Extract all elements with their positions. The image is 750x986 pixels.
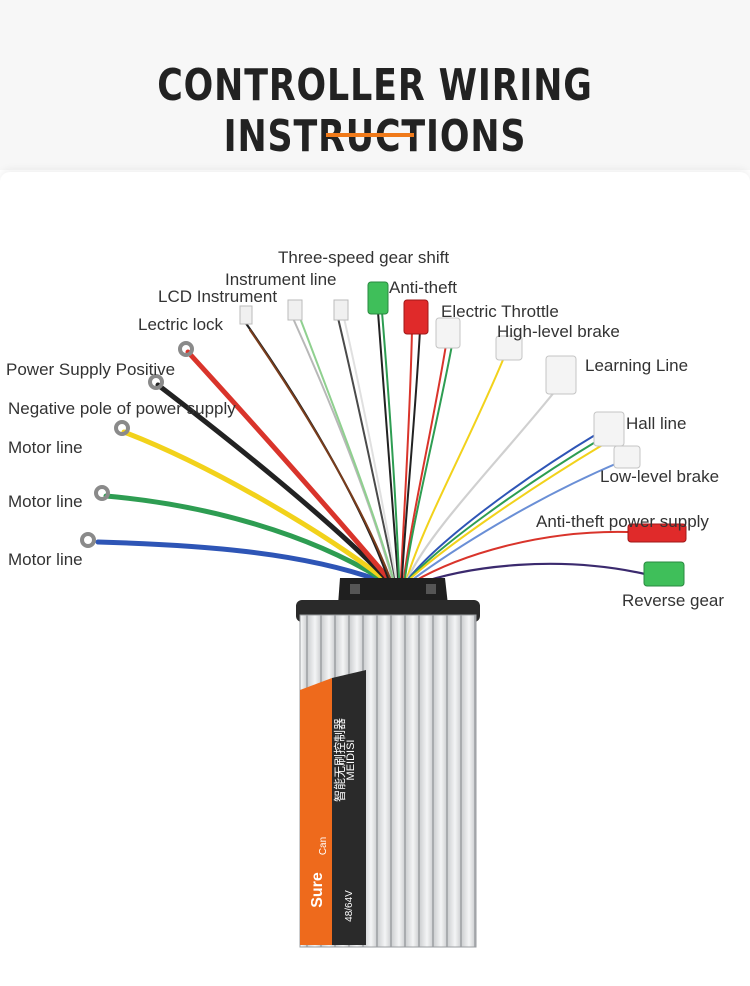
anti-theft-connector: [403, 299, 429, 335]
three-speed-connector-green: [367, 281, 389, 315]
three-speed-connector-white: [333, 299, 349, 321]
label-motor-line-2: Motor line: [8, 492, 83, 511]
power-positive-terminal: [178, 341, 194, 357]
bracket-hole-right: [426, 584, 436, 594]
label-reverse-gear: Reverse gear: [622, 591, 725, 610]
controller-label-orange: [300, 678, 332, 945]
title-underline: [326, 133, 414, 137]
controller-bracket: [338, 578, 448, 605]
label-anti-theft: Anti-theft: [389, 278, 458, 297]
motor-line-blue-wire: [95, 539, 381, 583]
connectors: [239, 281, 687, 587]
label-hall-line: Hall line: [626, 414, 687, 433]
controller-unit: MEIDISI 智能无刷控制器 Sure Can 48/64V: [296, 578, 480, 948]
motor-line-1-terminal: [114, 420, 130, 436]
label-anti-theft-power-supply: Anti-theft power supply: [536, 512, 709, 531]
negative-pole-terminal: [148, 374, 164, 390]
label-low-level-brake: Low-level brake: [600, 467, 720, 486]
learning-line-connector: [545, 355, 577, 395]
negative-pole-wire: [155, 382, 389, 581]
electric-throttle-connector: [435, 317, 461, 349]
label-power-supply-positive: Power Supply Positive: [6, 360, 176, 379]
reverse-gear-connector: [643, 561, 685, 587]
label-high-level-brake: High-level brake: [497, 322, 620, 341]
controller-series-sub: Can: [318, 837, 329, 855]
label-instrument-line: Instrument line: [225, 270, 337, 289]
high-level-brake-connector: [495, 335, 523, 361]
controller-brand: MEIDISI: [345, 740, 357, 781]
controller-model: 智能无刷控制器: [332, 718, 347, 802]
header-band: [0, 0, 750, 170]
lcd-instrument-connector: [239, 305, 253, 325]
page-title: CONTROLLER WIRING INSTRUCTIONS: [157, 60, 593, 162]
motor-line-3-terminal: [80, 532, 96, 548]
label-learning-line: Learning Line: [585, 356, 689, 375]
instrument-line-connector: [287, 299, 303, 321]
label-three-speed-gear-shift: Three-speed gear shift: [278, 248, 450, 267]
label-lcd-instrument: LCD Instrument: [158, 287, 278, 306]
label-motor-line-1: Motor line: [8, 438, 83, 457]
anti-theft-power-connector: [627, 523, 687, 543]
controller-label-dark: [332, 670, 366, 945]
label-motor-line-3: Motor line: [8, 550, 83, 569]
hall-line-connector: [593, 411, 625, 447]
label-lectric-lock: Lectric lock: [138, 315, 224, 334]
controller-voltage: 48/64V: [344, 890, 355, 922]
label-negative-pole: Negative pole of power supply: [8, 399, 236, 418]
motor-line-yellow-wire: [121, 429, 386, 581]
power-positive-wire: [185, 349, 391, 581]
low-level-brake-connector: [613, 445, 641, 469]
controller-series: Sure: [309, 872, 326, 908]
motor-line-green-wire: [103, 493, 383, 581]
label-electric-throttle: Electric Throttle: [441, 302, 559, 321]
motor-line-2-terminal: [94, 485, 110, 501]
bracket-hole-left: [350, 584, 360, 594]
